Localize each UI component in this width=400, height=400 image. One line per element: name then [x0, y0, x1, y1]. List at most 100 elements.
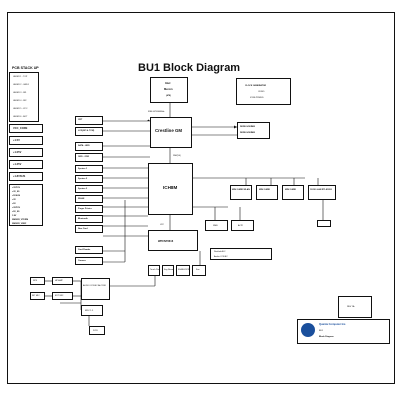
kb-label: Fan — [196, 269, 200, 271]
stackup-title: PCB STACK UP — [12, 66, 39, 70]
doc-name: Block Diagram — [319, 336, 334, 338]
rail-item: +5V_S5 — [12, 211, 20, 213]
company-name: Quanta Computer Inc. — [319, 323, 347, 326]
ich-left-label: Card Reader — [78, 249, 91, 251]
stackup-layer: LAYER 2 : GND1 — [13, 84, 29, 86]
audio-chain-label: INT MIC — [32, 295, 40, 297]
ich-name: ICH8M — [163, 185, 178, 190]
ich-right-label: 10/100 LAN RTL8101E — [310, 189, 332, 191]
stackup-layer: LAYER 6 : BOT — [13, 116, 28, 118]
ich-left-label: Camera — [78, 260, 86, 262]
card-reader-block: Card Reader — [75, 246, 103, 254]
stackup-layer: LAYER 4 : IN2 — [13, 100, 27, 102]
kb-label: FLASH ROM — [178, 269, 191, 271]
cpu-name: Intel — [165, 82, 171, 85]
lcd-label: LCD(SPI & TCM) — [78, 130, 95, 132]
rail-item: 1.8V — [12, 215, 17, 217]
odd-label: ODD - ODD — [78, 156, 90, 158]
clock-generator: CLOCK GENERATOR CK505 ICS9LPRS365 — [236, 78, 291, 105]
rail-item: +3VPCU — [12, 207, 21, 209]
rj45-block — [317, 220, 331, 227]
notes-rev: REV 1A — [347, 306, 355, 308]
ec-block: WPCN76616 — [148, 230, 198, 251]
audio-chain-label: HP AMP — [55, 280, 63, 282]
smb-block: SMB — [205, 220, 228, 231]
minicard-3-block: MINI CARD — [282, 185, 304, 200]
mdc-block: MDC 1.5 — [81, 305, 103, 316]
system2-block: System 2 — [75, 175, 103, 183]
page-title: BU1 Block Diagram — [138, 62, 241, 74]
fsb-label: FSB 667/800MHz — [148, 111, 165, 113]
ich-right-label: MINI CARD — [285, 189, 296, 191]
odd-block: ODD - ODD — [75, 153, 103, 162]
rail-item: +3V_S5 — [12, 191, 20, 193]
sata-hdd-block: SATA - HDD — [75, 142, 103, 151]
rail-1v25: +1.25V — [9, 160, 43, 169]
audio-item: Azalia CODEC — [214, 256, 228, 258]
hp-amp-block: HP AMP — [52, 277, 73, 285]
rail-label: +1.8VSUS — [13, 175, 26, 178]
audio-chain-label: SPK — [33, 280, 38, 282]
ddr-block: DDRII-SODIMM DDRII-SODIMM — [237, 122, 270, 139]
clock-gen-title: CLOCK GENERATOR — [245, 85, 267, 87]
ich-right-label: MINI CARD — [259, 189, 270, 191]
crt-label: CRT — [78, 119, 83, 121]
cpu-model: Merom — [164, 88, 173, 91]
rail-label: +1.5V — [13, 139, 20, 142]
stackup-layer: LAYER 5 : VCC — [13, 108, 28, 110]
ich-block: ICH8M — [148, 163, 193, 215]
ddr-slot: DDRII-SODIMM — [240, 132, 255, 134]
stackup-layer: LAYER 3 : IN1 — [13, 92, 27, 94]
lcd-block: LCD(SPI & TCM) — [75, 127, 103, 136]
gmch-block: Crestline GM — [150, 117, 192, 148]
wlan-block: WLAN — [75, 195, 103, 203]
acpi-block: ACPI — [231, 220, 254, 231]
flash-rom-block: FLASH ROM — [176, 265, 190, 276]
sheet-border — [7, 12, 395, 384]
new-card-block: New Card — [75, 225, 103, 233]
stackup-layer: LAYER 1 : TOP — [13, 76, 28, 78]
company-logo — [301, 323, 315, 337]
audio-codec-label: AUDIO CODEC ALC268 — [83, 285, 106, 287]
bluetooth-block: Bluetooth — [75, 215, 103, 223]
spk-block: SPK — [30, 277, 45, 285]
ext-mic-block: EXT MIC — [52, 292, 73, 300]
lpc-label: LPC — [160, 224, 165, 226]
sata-hdd-label: SATA - HDD — [78, 145, 90, 147]
title-block: Quanta Computer Inc. BU1 Block Diagram — [297, 319, 390, 344]
audio-item: Realtek ALC — [214, 251, 226, 253]
lan-block: 10/100 LAN RTL8101E — [308, 185, 336, 200]
audio-table: Realtek ALC Azalia CODEC — [210, 248, 272, 260]
dmi-label: DMI(X4) — [173, 155, 181, 157]
int-mic-block: INT MIC — [30, 292, 45, 300]
kb-label: Key Board — [164, 269, 174, 271]
notes-table: REV 1A — [338, 296, 372, 318]
keyboard-block: Key Board — [162, 265, 174, 276]
acpi-label: ACPI — [238, 225, 243, 227]
system1-block: System 1 — [75, 165, 103, 173]
touchpad-block: Touch Pad — [148, 265, 160, 276]
rail-label: VCC_CORE — [13, 127, 28, 130]
rail-item: +5VSUS — [12, 195, 21, 197]
audio-chain-label: EXT MIC — [55, 295, 64, 297]
crt-block: CRT — [75, 116, 103, 125]
minicard-2-block: MINI CARD — [256, 185, 278, 200]
smb-label: SMB — [213, 225, 218, 227]
audio-codec-block: AUDIO CODEC ALC268 — [81, 278, 110, 300]
finger-printer-block: Finger Printer — [75, 205, 103, 213]
camera-block: Camera — [75, 257, 103, 265]
ich-left-label: WLAN — [78, 198, 85, 200]
rj11-label: RJ11 — [93, 330, 98, 332]
ich-left-label: New Card — [78, 228, 88, 230]
rail-1v8sus: +1.8VSUS — [9, 172, 43, 181]
cpu-block: Intel Merom (478) — [150, 77, 188, 103]
rail-item: SMDDR_VREF — [12, 223, 27, 225]
rail-list: +3VPCU +3V_S5 +5VSUS +3V +5V +3VPCU +5V_… — [9, 184, 43, 226]
rj11-block: RJ11 — [89, 326, 105, 335]
cpu-package: (478) — [166, 95, 171, 97]
ddr-slot: DDRII-SODIMM — [240, 126, 255, 128]
rail-item: +5V — [12, 203, 16, 205]
minicard-wlan-block: MINI CARD WLAN — [230, 185, 252, 200]
clock-gen-chip: CK505 — [258, 91, 265, 93]
system3-block: System 3 — [75, 185, 103, 193]
